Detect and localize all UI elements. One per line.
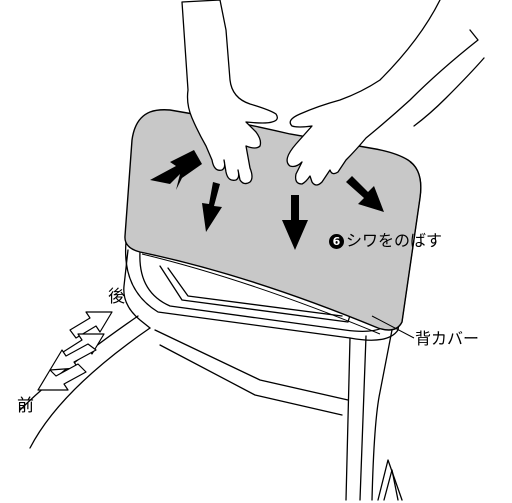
step-text: シワをのばす	[346, 233, 442, 249]
step-label: 6 シワをのばす	[329, 233, 442, 249]
chair-right-post	[346, 338, 350, 500]
back-direction-label: 後	[108, 289, 125, 306]
chair-right-post-b	[372, 330, 392, 500]
chair-seat-line	[155, 330, 348, 400]
front-direction-label: 前	[17, 398, 34, 415]
back-cover	[125, 110, 421, 330]
part-name-label: 背カバー	[415, 331, 479, 347]
chair-leg-2	[384, 470, 398, 500]
chair-right-post-c	[360, 336, 366, 500]
chair-seat-line-2	[160, 345, 342, 415]
step-number-badge: 6	[329, 234, 344, 249]
